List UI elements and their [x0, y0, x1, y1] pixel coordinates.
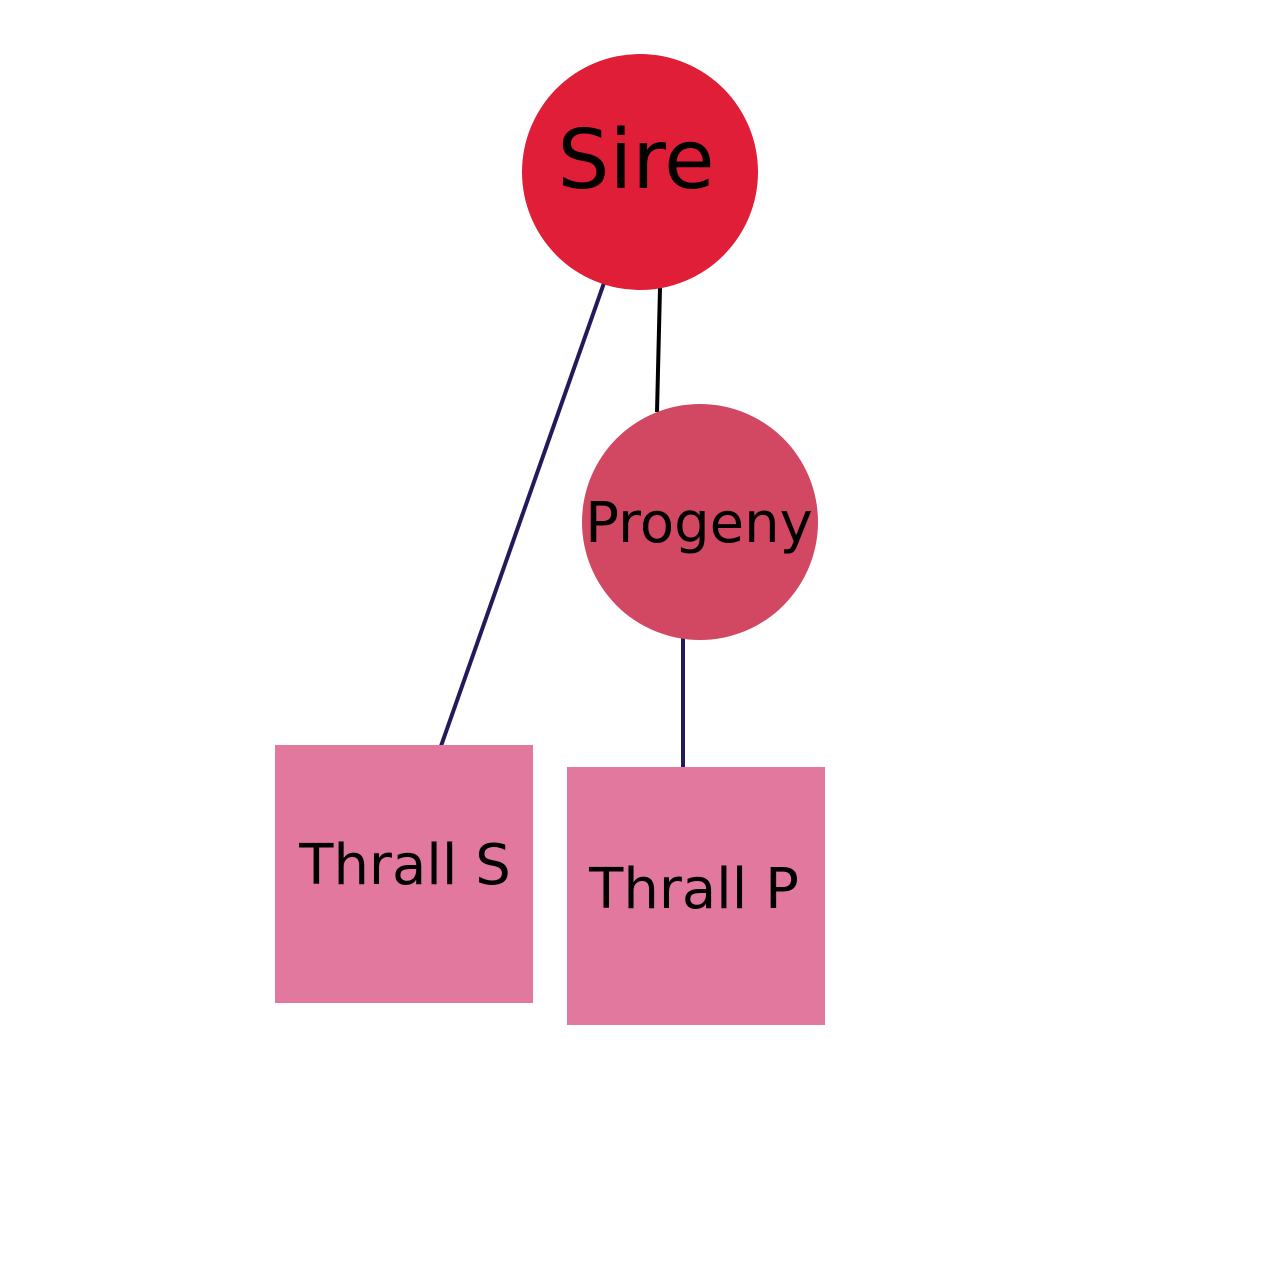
- node-progeny: Progeny: [582, 404, 818, 640]
- edge-sire-thrall-s: [439, 282, 606, 747]
- node-thrall-s: Thrall S: [275, 745, 533, 1003]
- node-sire-label: Sire: [557, 113, 714, 208]
- node-thrall-p-label: Thrall P: [588, 857, 799, 922]
- node-sire: Sire: [522, 54, 758, 290]
- node-progeny-label: Progeny: [585, 491, 812, 556]
- node-thrall-s-label: Thrall S: [298, 833, 511, 898]
- node-thrall-p: Thrall P: [567, 767, 825, 1025]
- edge-sire-progeny: [655, 287, 662, 413]
